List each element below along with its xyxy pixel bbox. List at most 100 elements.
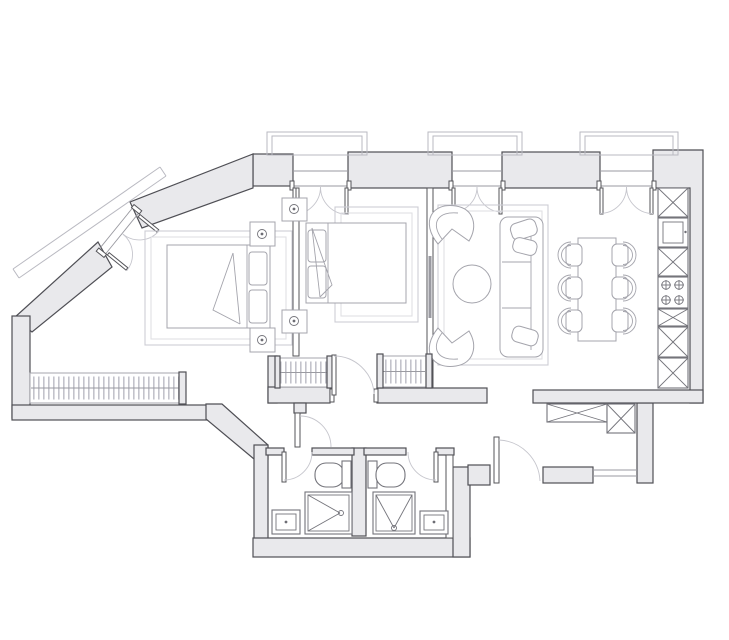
bathroom-top-wall-4 — [435, 447, 455, 456]
shower — [304, 491, 353, 535]
cabinet-cross — [657, 247, 689, 277]
door-swing-arc — [333, 355, 375, 395]
entrance-sliding-door — [542, 466, 594, 484]
dining-chair-back — [622, 307, 637, 335]
lamp-dot — [292, 319, 296, 323]
sink-basin — [275, 513, 297, 531]
rug — [144, 230, 293, 346]
cabinet-cross — [606, 403, 636, 434]
lamp — [289, 204, 299, 214]
wardrobe-end-cap — [274, 355, 281, 389]
lamp-shade — [257, 229, 267, 239]
shower-slope-line — [307, 494, 341, 514]
cabinet-cross — [546, 403, 608, 423]
casement-swing-arc — [599, 186, 627, 214]
door-leaf — [331, 354, 337, 396]
casement-swing-arc — [122, 230, 160, 241]
hallway — [293, 402, 541, 484]
door-jamb — [373, 388, 379, 403]
dining-chair-back-inner — [561, 245, 572, 265]
balcony-railing-nw-inner — [18, 175, 167, 279]
cabinet-cross — [657, 326, 689, 358]
casement-leaf — [106, 251, 129, 271]
wardrobe — [276, 357, 331, 388]
dining-chair-back-inner — [622, 311, 633, 331]
shower-slope-line — [307, 512, 341, 532]
door-swing-arc — [283, 451, 313, 481]
dining-chair-back-inner — [622, 245, 633, 265]
window-dining — [596, 170, 657, 215]
cabinet-cross — [657, 357, 689, 389]
window-jamb — [95, 247, 108, 259]
balcony-railing-nw-cap — [159, 166, 167, 177]
shower-tray — [307, 494, 350, 532]
casement-leaf — [649, 187, 654, 215]
lamp-dot — [260, 338, 264, 342]
dining-chair-seat — [611, 276, 629, 300]
sink-basin — [423, 514, 445, 531]
sofa-pillow — [509, 218, 538, 241]
window-jamb — [500, 180, 506, 191]
casement-swing-arc — [320, 186, 349, 215]
lamp-dot — [292, 207, 296, 211]
balcony-railing-1-inner — [271, 135, 363, 156]
west-wall — [11, 315, 31, 419]
bathroom-west-wall — [253, 444, 269, 541]
lamp — [257, 335, 267, 345]
bathroom-top-wall-3 — [363, 447, 407, 456]
window-sill — [104, 212, 140, 255]
kitchen — [657, 187, 689, 389]
south-wall-bedroom1 — [11, 404, 214, 421]
balconies — [12, 131, 679, 279]
hob — [657, 276, 689, 309]
casement-swing-arc — [626, 186, 654, 214]
dining-chair-back-inner — [561, 311, 572, 331]
door-jamb — [293, 402, 307, 414]
window-jamb — [448, 180, 454, 191]
pillow — [248, 251, 268, 286]
window-jamb — [130, 203, 143, 215]
dining-chair-back-inner — [622, 278, 633, 298]
armchair-inner-line — [436, 332, 459, 360]
door-leaf — [433, 451, 439, 483]
dining-area — [557, 237, 637, 342]
door-leaf — [281, 451, 287, 483]
cabinet-cross — [657, 308, 689, 327]
shower-slope-line — [375, 494, 395, 529]
window-jamb — [289, 180, 295, 191]
toilet-tank — [341, 460, 352, 489]
dining-chair-back-inner — [561, 278, 572, 298]
casement-leaf — [344, 187, 349, 215]
entry-cabinet — [606, 403, 636, 434]
rug-inner — [150, 236, 287, 340]
lamp — [257, 229, 267, 239]
blanket-fold — [311, 227, 333, 298]
toilet-bowl — [375, 462, 406, 488]
balcony-railing-2-inner — [432, 135, 518, 156]
dining-chair-seat — [611, 243, 629, 267]
kitchen-cabinet — [657, 326, 689, 358]
bedroom-1 — [29, 221, 293, 405]
sofa-pillow — [512, 237, 538, 256]
angled-wall-upper — [129, 153, 254, 229]
door-swing-arc — [407, 451, 437, 481]
living-room — [376, 204, 549, 389]
bathroom-divider-wall — [351, 447, 367, 537]
entry-pier — [467, 464, 491, 486]
wall-pier-2 — [347, 151, 453, 189]
pillow — [307, 265, 327, 299]
window-jamb — [346, 180, 352, 191]
oven-door — [662, 221, 684, 244]
shower-drain — [338, 510, 344, 516]
wardrobe — [381, 355, 427, 388]
wardrobe-end-cap — [376, 353, 384, 389]
entry-hall — [542, 403, 637, 484]
coffee-table — [452, 264, 492, 304]
wardrobe-end-cap — [326, 355, 333, 389]
bathroom-1 — [271, 451, 353, 535]
lamp — [289, 316, 299, 326]
rug — [437, 204, 549, 366]
entry-cabinet-low — [546, 403, 608, 423]
